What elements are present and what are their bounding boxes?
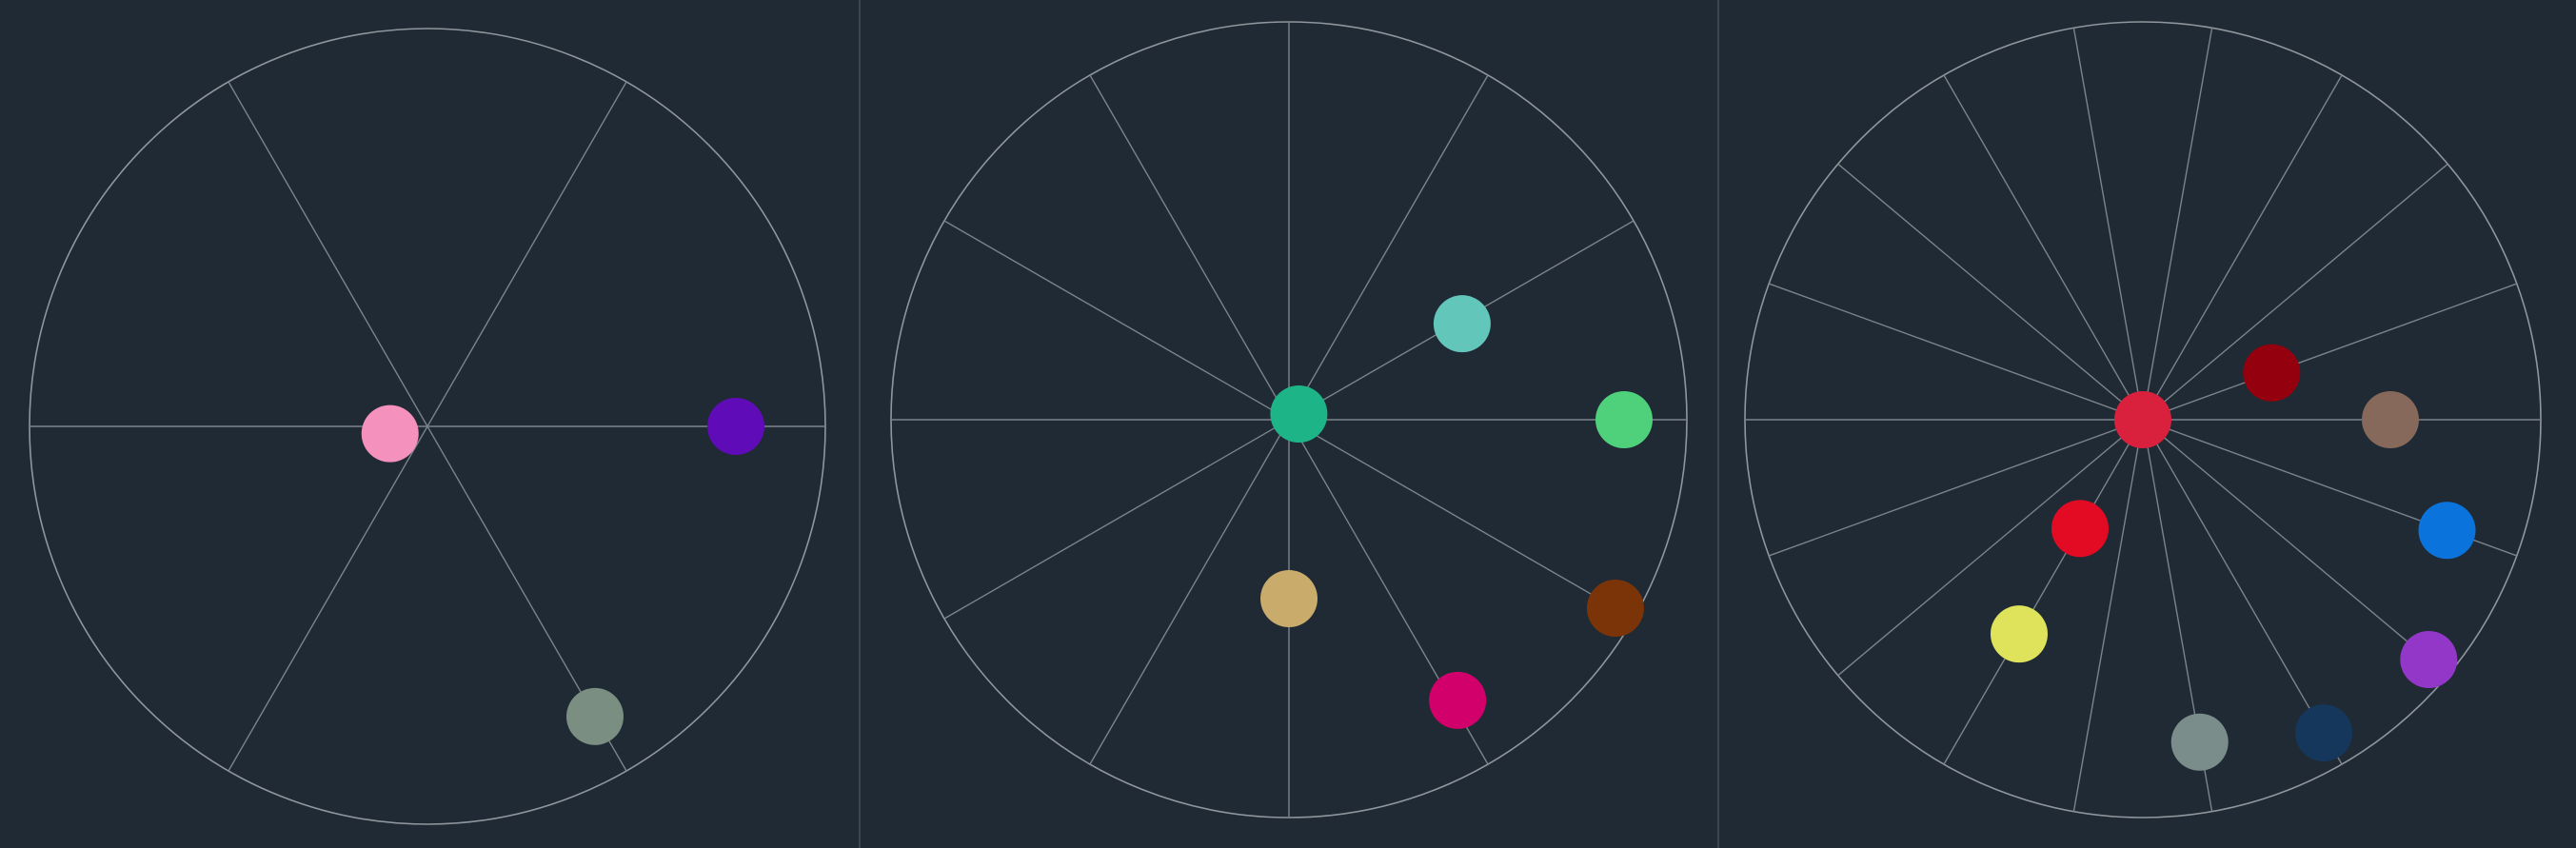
violet-marker[interactable] (2400, 630, 2458, 688)
yellow-marker[interactable] (1991, 605, 2048, 663)
wheel-spoke (228, 81, 627, 772)
crimson-center-marker[interactable] (2114, 391, 2171, 448)
magenta-marker[interactable] (1429, 671, 1487, 729)
teal-marker[interactable] (1433, 295, 1491, 353)
red-marker[interactable] (2051, 500, 2109, 558)
wheel-9-axes (1744, 21, 2542, 818)
wheel-6-axes (890, 21, 1688, 818)
dark-red-marker[interactable] (2243, 344, 2301, 402)
purple-marker[interactable] (707, 398, 764, 455)
green-marker[interactable] (1595, 391, 1653, 448)
wheel-3-axes (29, 28, 826, 825)
pink-marker[interactable] (361, 404, 419, 463)
green-center-marker[interactable] (1270, 385, 1328, 443)
panel-left (0, 0, 859, 848)
slate-marker[interactable] (2170, 713, 2229, 771)
navy-marker[interactable] (2295, 704, 2352, 762)
tan-marker[interactable] (1260, 570, 1318, 627)
panel-right (1717, 0, 2576, 848)
brown-marker[interactable] (1586, 580, 1644, 637)
panel-middle (859, 0, 1717, 848)
brown-marker[interactable] (2362, 391, 2419, 448)
gray-green-marker[interactable] (566, 687, 624, 745)
blue-marker[interactable] (2418, 502, 2476, 560)
